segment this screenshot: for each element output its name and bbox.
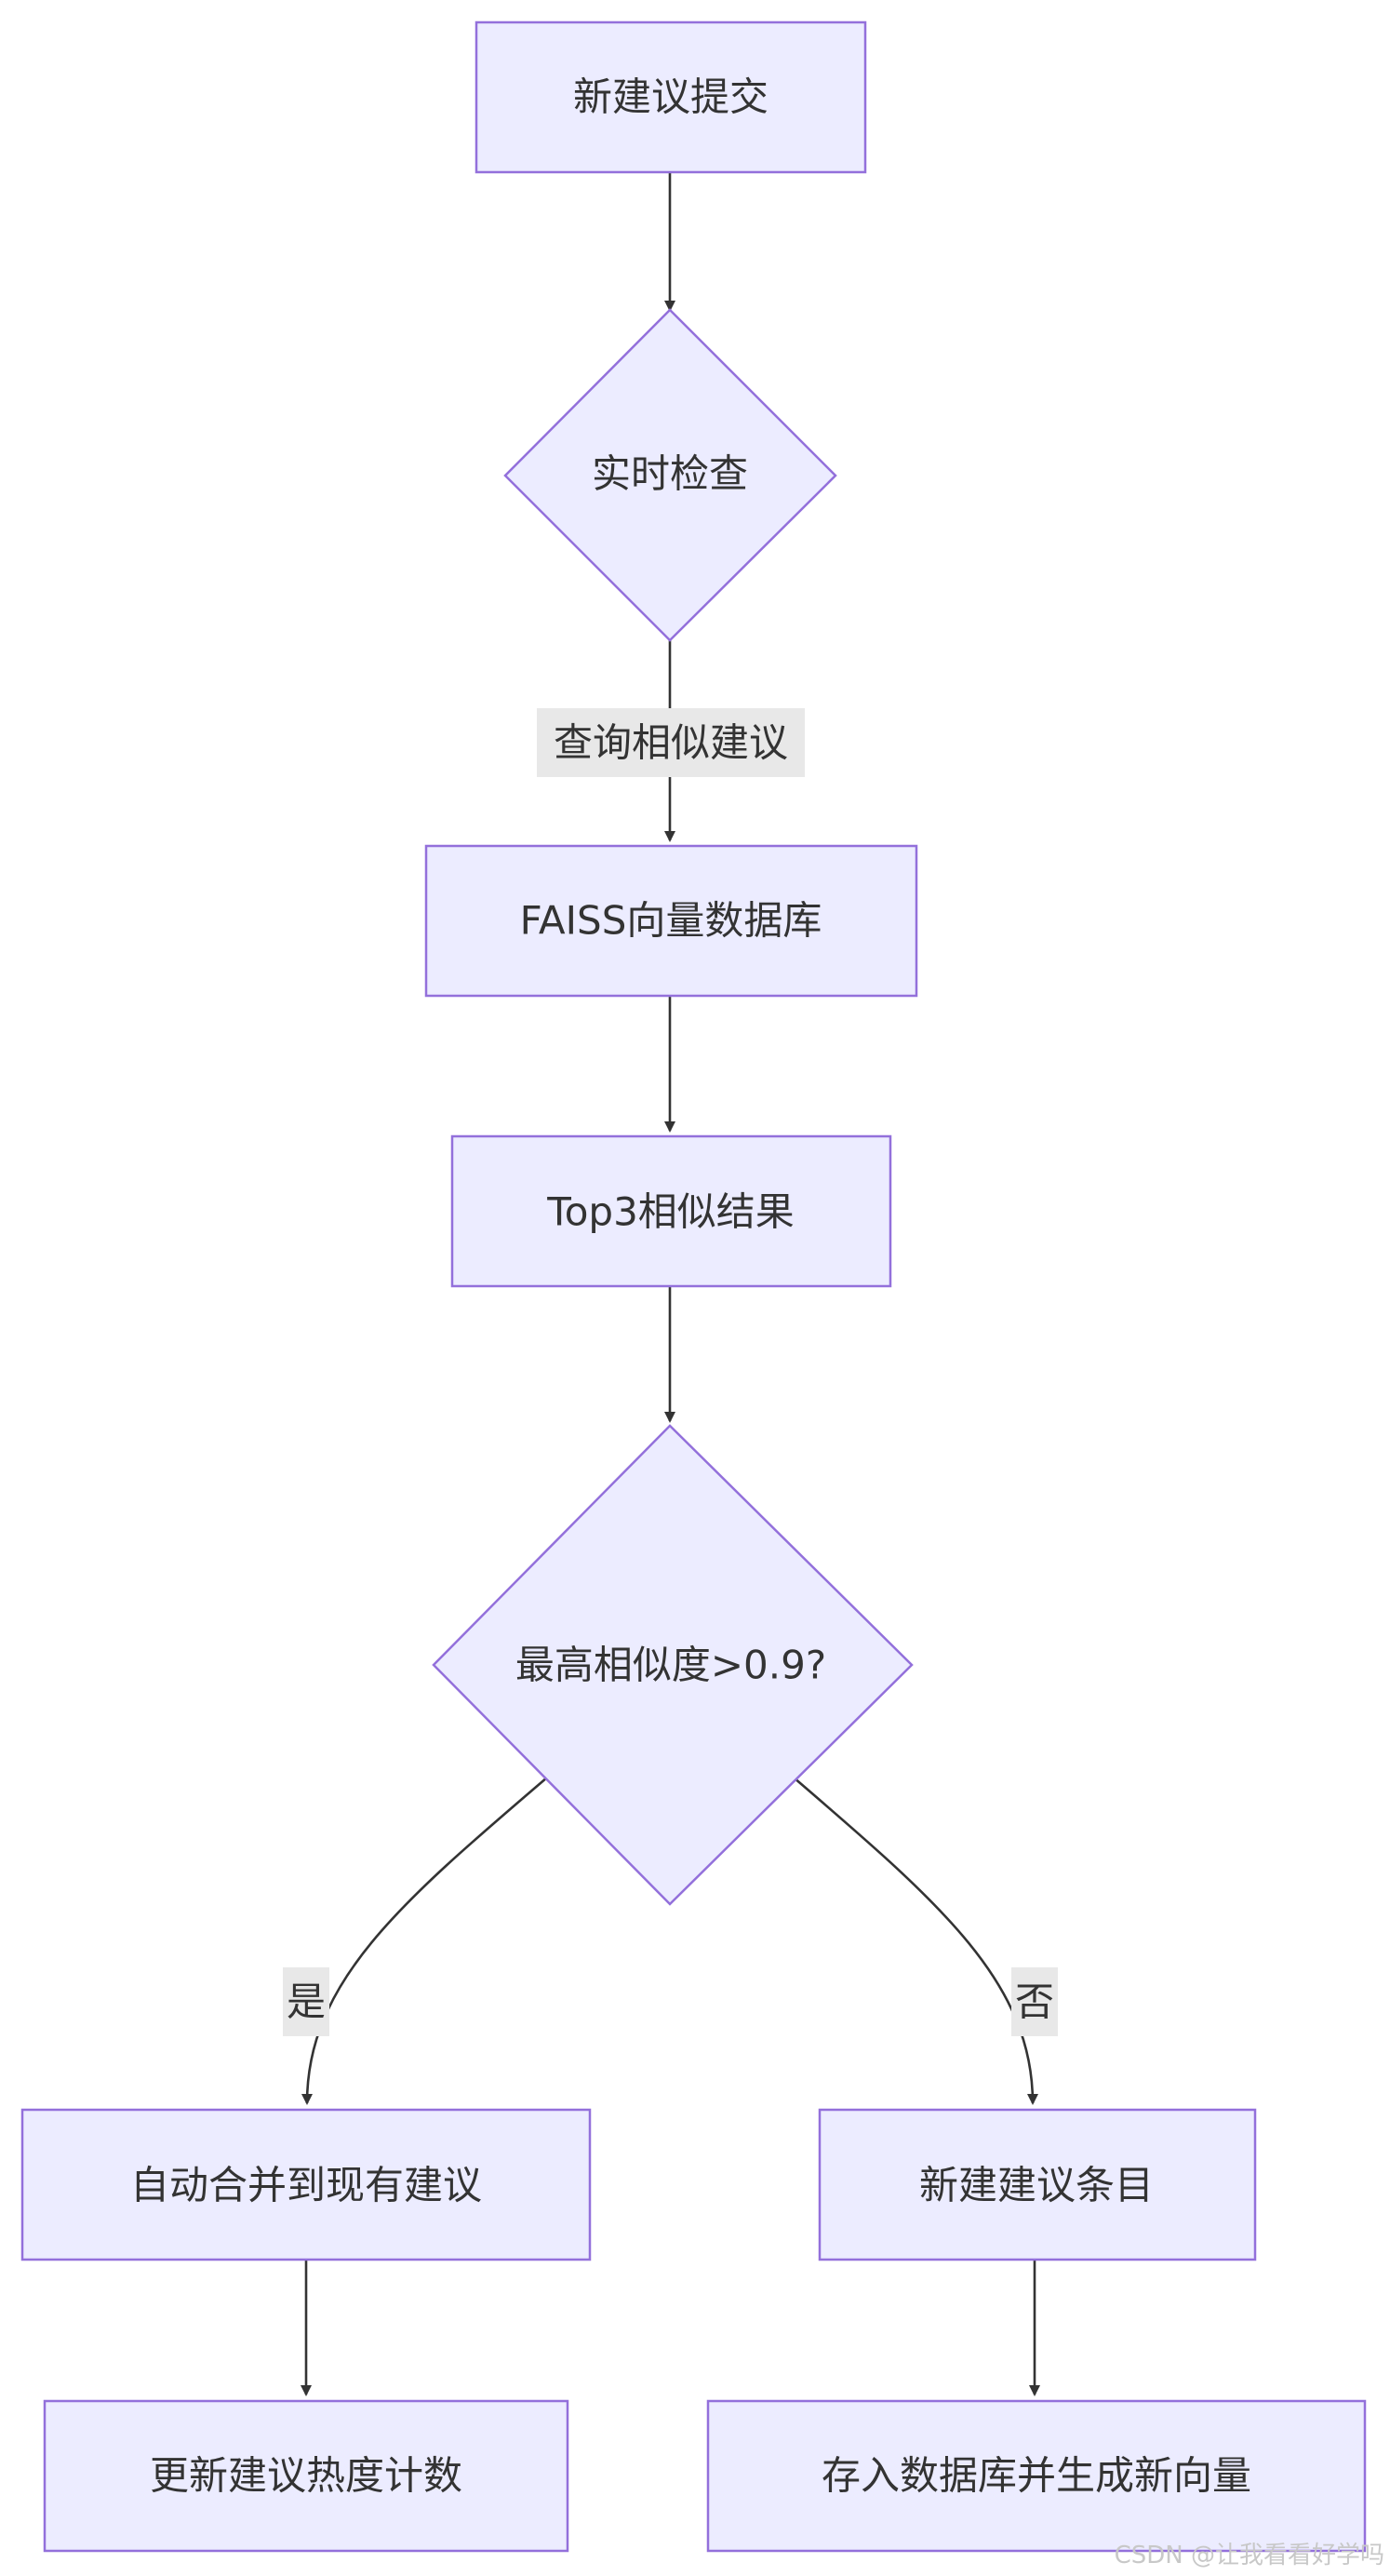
node-submit-label: 新建议提交: [573, 74, 769, 120]
node-decision: 最高相似度>0.9?: [432, 1424, 914, 1906]
edge-label-yes: 是: [287, 1979, 326, 2025]
node-submit: 新建议提交: [474, 20, 867, 174]
edge-label-no: 否: [1015, 1979, 1054, 2025]
node-top3: Top3相似结果: [450, 1134, 892, 1288]
edge-decision-yes: [301, 1777, 548, 2105]
edge-label-query-bg: [537, 708, 805, 777]
node-store-vector: 存入数据库并生成新向量: [706, 2399, 1367, 2553]
node-top3-label: Top3相似结果: [546, 1189, 795, 1235]
node-realtime-check: 实时检查: [503, 308, 837, 642]
edge-label-yes-bg: [283, 1967, 329, 2036]
node-update-count-label: 更新建议热度计数: [150, 2453, 462, 2499]
node-auto-merge-label: 自动合并到现有建议: [130, 2163, 482, 2208]
node-faiss-db-label: FAISS向量数据库: [520, 898, 822, 944]
node-faiss-db: FAISS向量数据库: [424, 844, 918, 998]
node-realtime-check-label: 实时检查: [592, 451, 748, 497]
node-update-count: 更新建议热度计数: [43, 2399, 569, 2553]
edge-decision-no: [793, 1777, 1038, 2105]
watermark: CSDN @让我看看好学吗: [1115, 2542, 1384, 2569]
edge-label-query: 查询相似建议: [554, 720, 788, 766]
node-decision-label: 最高相似度>0.9?: [515, 1643, 826, 1688]
edge-label-no-bg: [1011, 1967, 1058, 2036]
node-store-vector-label: 存入数据库并生成新向量: [822, 2453, 1251, 2499]
node-new-entry-label: 新建建议条目: [919, 2163, 1154, 2208]
node-auto-merge: 自动合并到现有建议: [20, 2108, 592, 2261]
node-new-entry: 新建建议条目: [818, 2108, 1257, 2261]
